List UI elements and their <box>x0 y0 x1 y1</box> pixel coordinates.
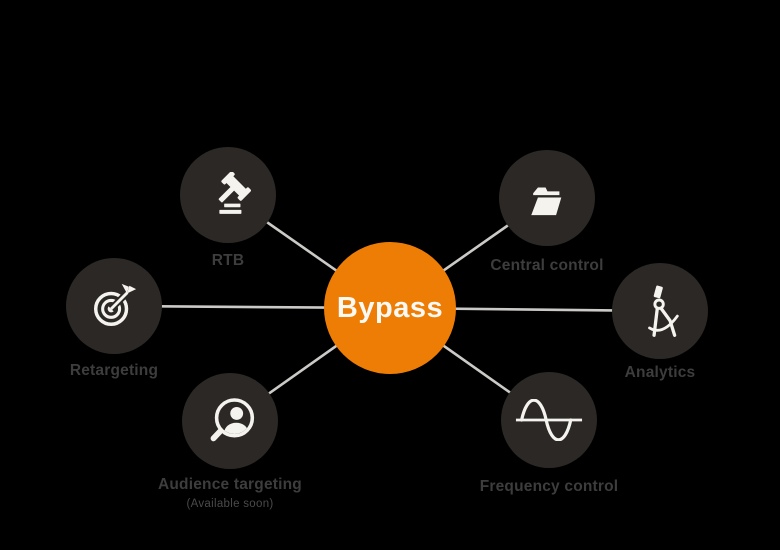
hub-bypass: Bypass <box>324 242 456 374</box>
node-rtb <box>180 147 276 243</box>
target-arrow-icon <box>94 283 137 326</box>
node-frequency-control <box>501 372 597 468</box>
person-search-icon <box>210 398 255 442</box>
bypass-logo: Bypass <box>336 291 444 324</box>
node-label-frequency-control: Frequency control <box>479 478 619 495</box>
open-folder-icon <box>531 187 562 216</box>
node-audience-targeting <box>182 373 278 469</box>
node-retargeting <box>66 258 162 354</box>
node-label-rtb: RTB <box>211 252 245 269</box>
node-central-control <box>499 150 595 246</box>
node-label-retargeting: Retargeting <box>69 362 159 379</box>
node-label-audience-targeting: Audience targeting <box>158 476 302 493</box>
sine-wave-icon <box>515 399 583 441</box>
node-label-central-control: Central control <box>490 257 604 274</box>
drafting-compass-icon <box>648 285 679 337</box>
node-label-analytics: Analytics <box>624 364 696 381</box>
node-sublabel-available-soon: (Available soon) <box>186 498 274 510</box>
node-analytics <box>612 263 708 359</box>
gavel-icon <box>218 172 251 214</box>
